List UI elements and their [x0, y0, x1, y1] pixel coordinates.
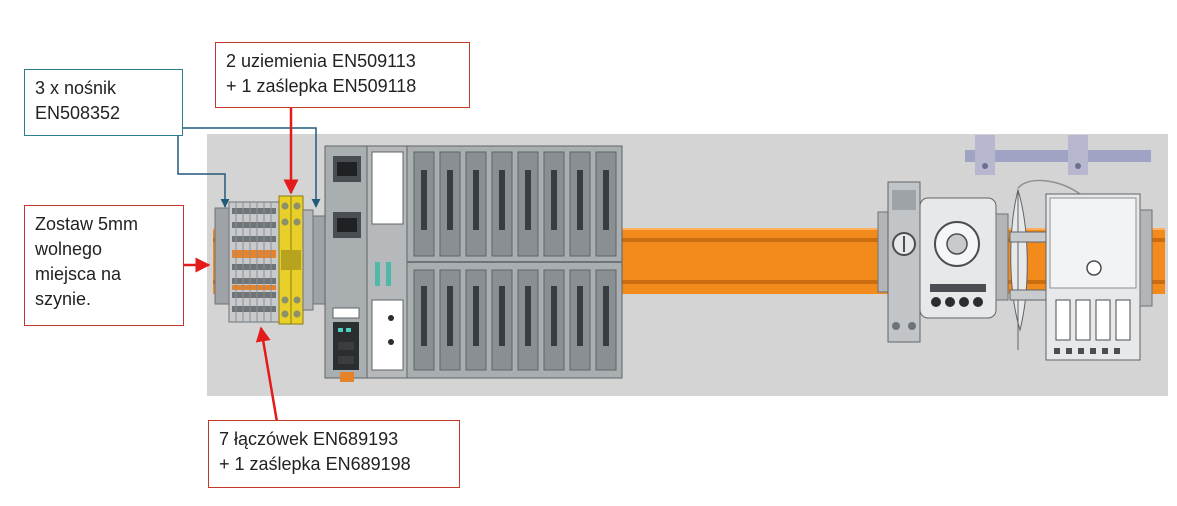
heater-module — [919, 197, 1009, 319]
red-up-arrow-icon — [255, 326, 279, 423]
spacing-callout-line-4: szynie. — [35, 289, 92, 309]
io-module-group — [406, 145, 623, 379]
blue-bracket-arrow-icon — [177, 127, 321, 208]
grounds-callout-line-2: + 1 zaślepka EN509118 — [226, 76, 417, 96]
connectors-callout-line-1: 7 łączówek EN689193 — [219, 429, 399, 449]
yellow-ground-terminals — [278, 195, 326, 325]
spacing-callout-line-1: Zostaw 5mm — [35, 214, 139, 234]
spacing-callout-line-2: wolnego — [35, 239, 103, 259]
top-mounting-bar — [965, 135, 1151, 175]
connectors-callout-line-2: + 1 zaślepka EN689198 — [219, 454, 411, 474]
cable-clamp — [1009, 179, 1081, 350]
socket-module — [1045, 193, 1153, 361]
carriers-callout-line-1: 3 x nośnik — [35, 78, 117, 98]
gray-terminal-block — [214, 201, 280, 323]
thermostat-module — [877, 181, 921, 343]
carriers-callout-line-2: EN508352 — [35, 103, 121, 123]
power-module — [366, 145, 408, 379]
carriers-callout: 3 x nośnik EN508352 — [24, 69, 183, 136]
spacing-callout: Zostaw 5mm wolnego miejsca na szynie. — [24, 205, 184, 326]
connectors-callout: 7 łączówek EN689193 + 1 zaślepka EN68919… — [208, 420, 460, 488]
grounds-callout: 2 uziemienia EN509113 + 1 zaślepka EN509… — [215, 42, 470, 108]
spacing-callout-line-3: miejsca na — [35, 264, 122, 284]
grounds-callout-line-1: 2 uziemienia EN509113 — [226, 51, 416, 71]
controller-module — [324, 145, 368, 382]
